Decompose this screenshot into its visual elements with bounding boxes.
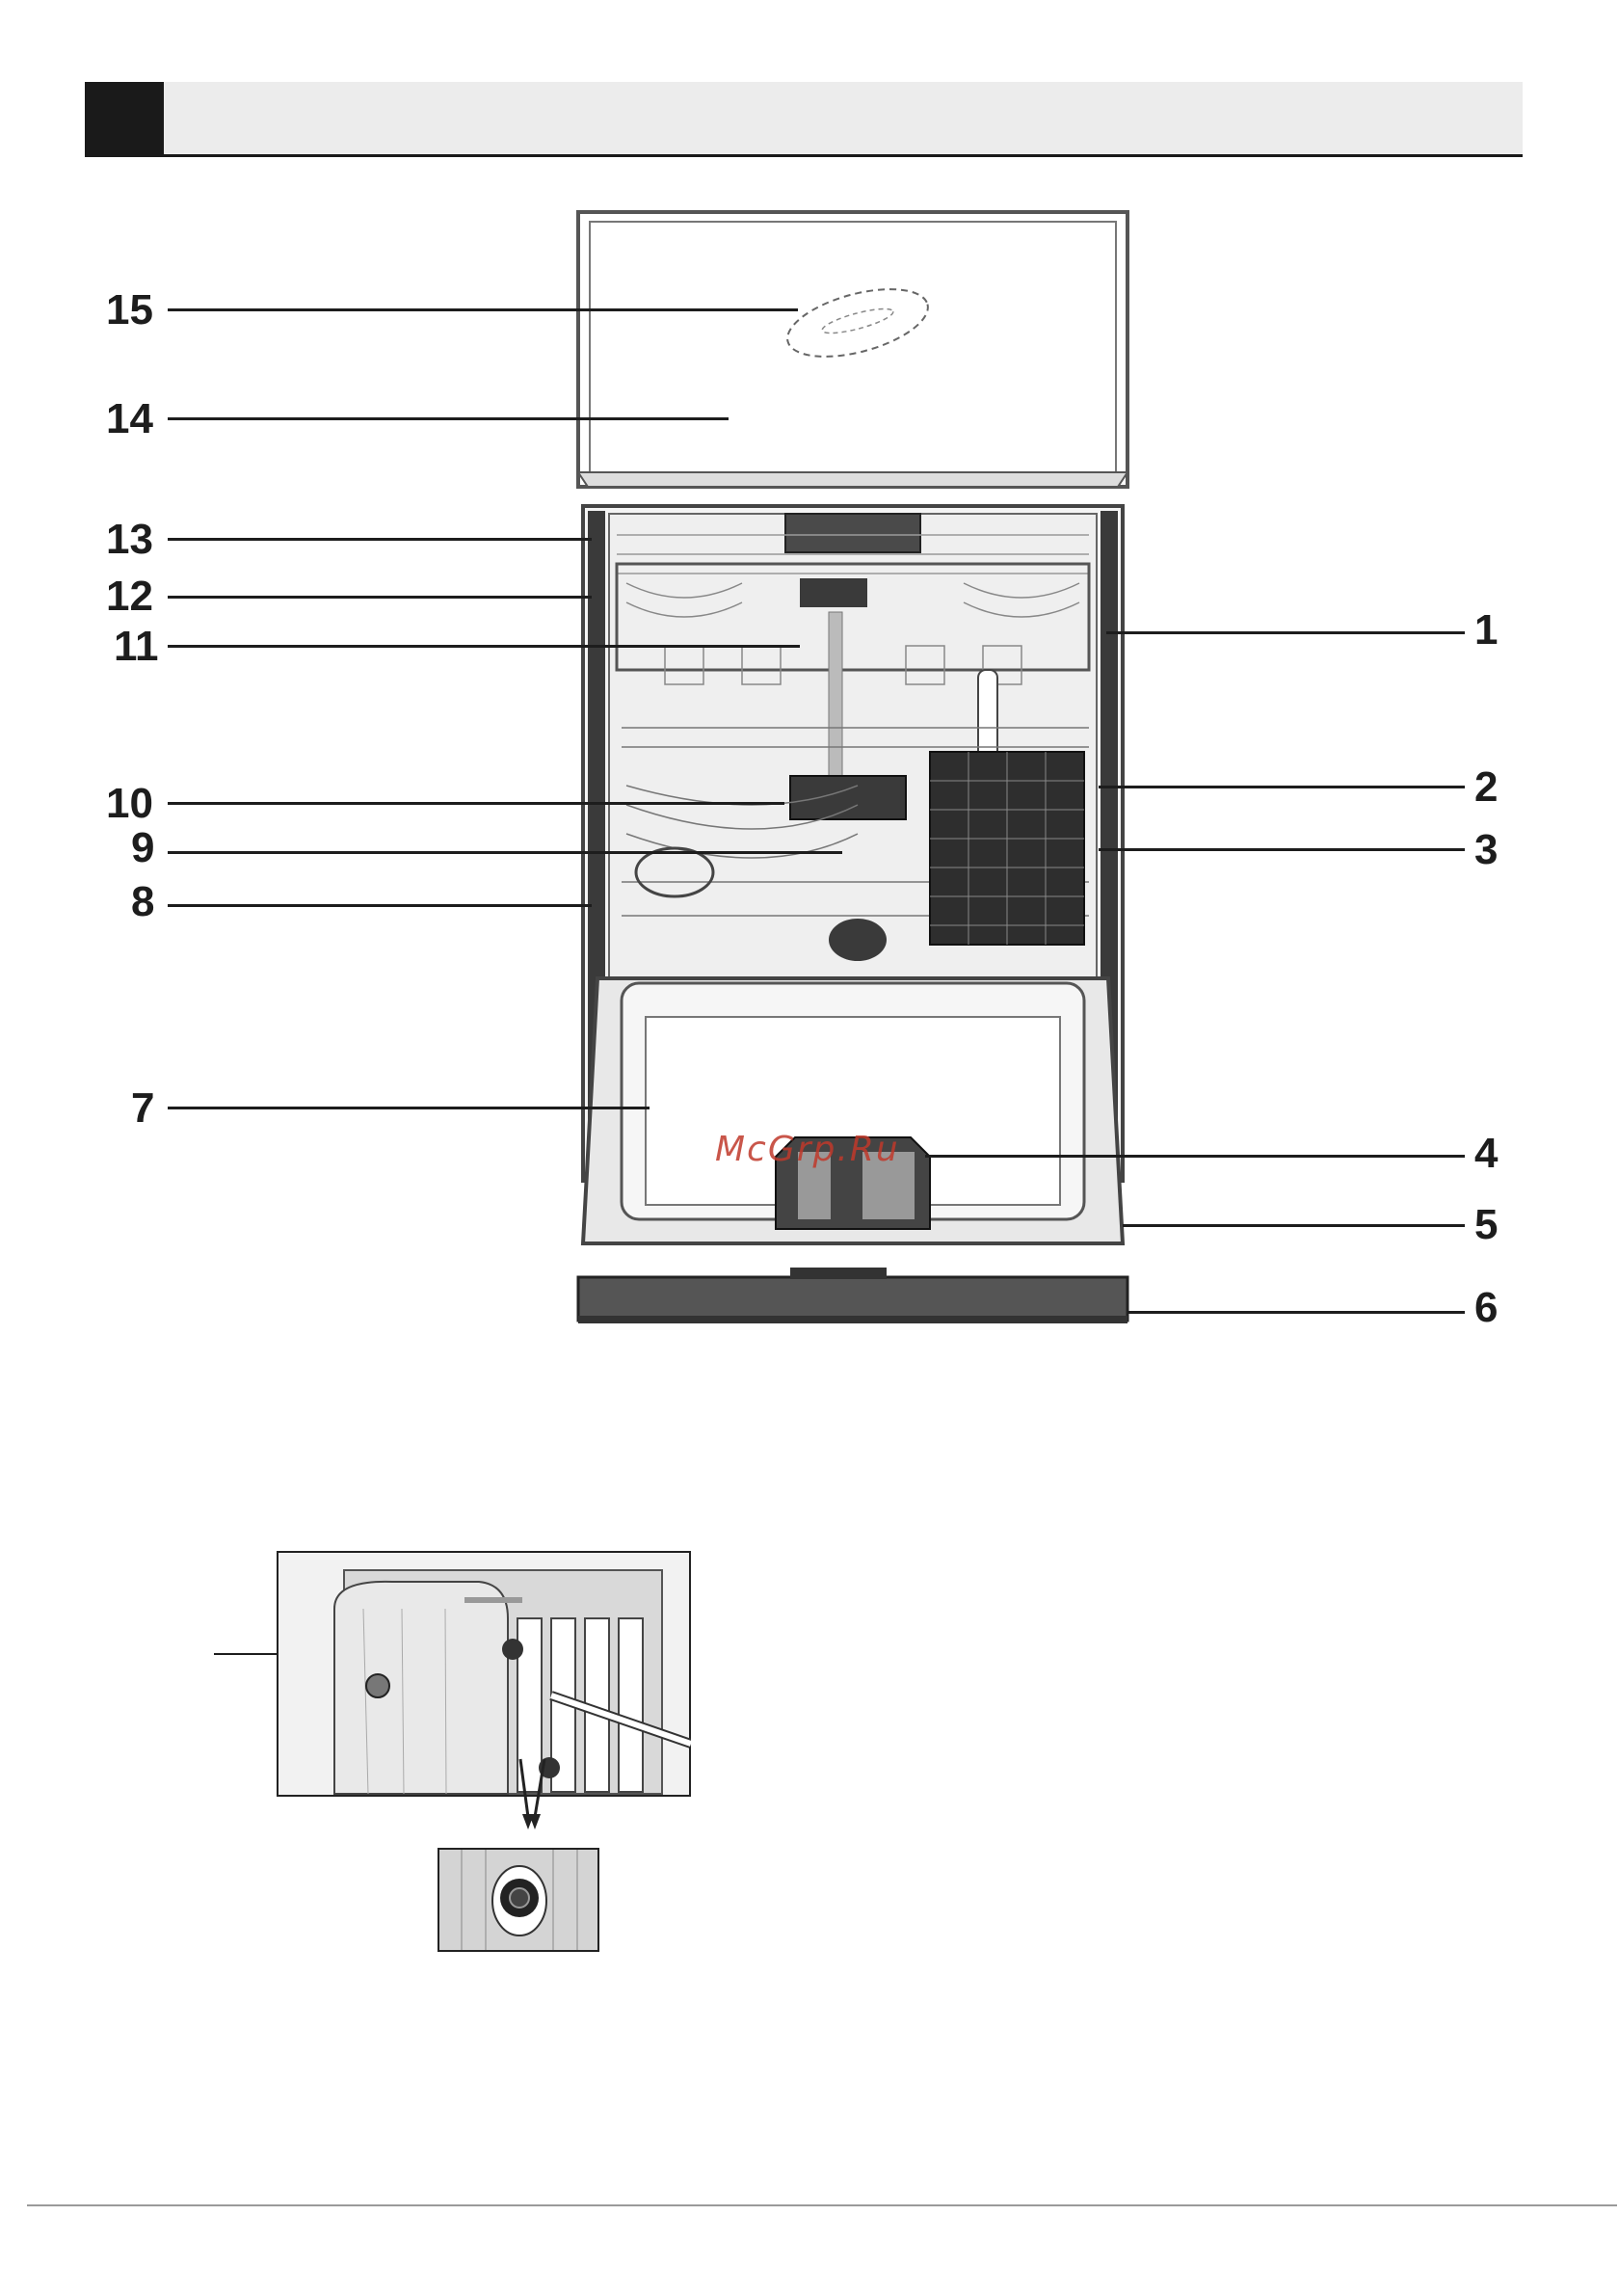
- screw-closeup: [438, 1848, 599, 1952]
- callout-10: 10: [106, 783, 153, 825]
- watermark-text: McGrp.Ru: [715, 1130, 900, 1169]
- callout-6-line: [1127, 1311, 1465, 1314]
- callout-14: 14: [106, 398, 153, 441]
- callout-1-line: [1106, 631, 1465, 634]
- callout-3: 3: [1474, 829, 1498, 871]
- callout-8-line: [168, 904, 592, 907]
- callout-13: 13: [106, 519, 153, 561]
- callout-6: 6: [1474, 1287, 1498, 1329]
- section-number-block: [85, 82, 164, 154]
- callout-13-line: [168, 538, 592, 541]
- callout-7-line: [168, 1107, 650, 1109]
- callout-9: 9: [131, 827, 154, 869]
- callout-15: 15: [106, 289, 153, 332]
- callout-15-line: [168, 308, 798, 311]
- detail-illustration: [277, 1551, 691, 1797]
- callout-1: 1: [1474, 609, 1498, 652]
- section-header-bar: [85, 82, 1523, 157]
- arrow-icon: [501, 1754, 559, 1831]
- callout-9-line: [168, 851, 842, 854]
- callout-11-line: [168, 645, 800, 648]
- callout-7: 7: [131, 1087, 154, 1130]
- callout-2-line: [1099, 786, 1465, 788]
- callout-3-line: [1099, 848, 1465, 851]
- callout-12: 12: [106, 575, 153, 618]
- callout-5-line: [1123, 1224, 1465, 1227]
- callout-12-line: [168, 596, 592, 599]
- callout-10-line: [168, 802, 784, 805]
- callout-4: 4: [1474, 1133, 1498, 1175]
- callout-4-line: [925, 1155, 1465, 1158]
- callout-14-line: [168, 417, 729, 420]
- callout-8: 8: [131, 881, 154, 923]
- callout-5: 5: [1474, 1204, 1498, 1246]
- callout-2: 2: [1474, 766, 1498, 809]
- footer-divider: [27, 2204, 1617, 2206]
- callout-11: 11: [114, 626, 159, 668]
